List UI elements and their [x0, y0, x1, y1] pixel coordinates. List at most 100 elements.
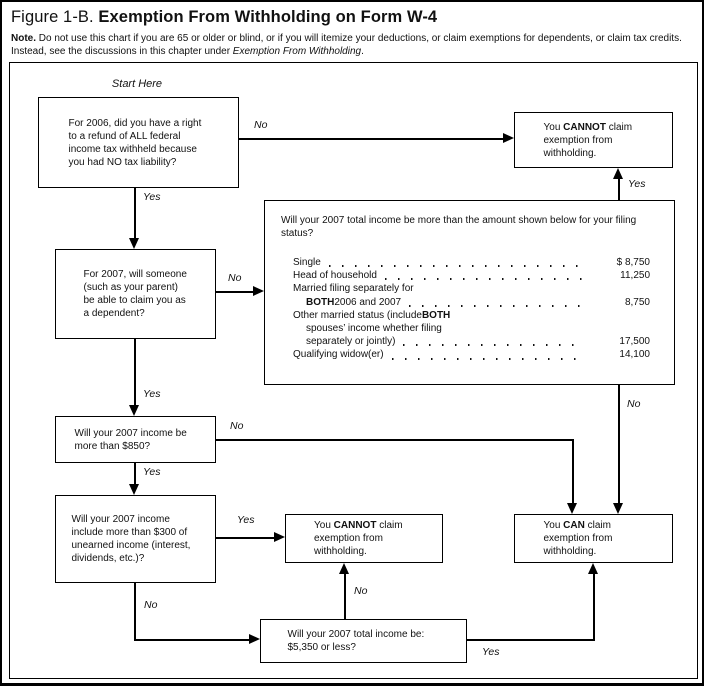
arrowhead-q6-no — [339, 563, 349, 574]
filing-row-label: Head of household — [293, 270, 377, 282]
filing-row-label: Qualifying widow(er) — [293, 349, 384, 361]
cannot-mid-bold: CANNOT — [333, 520, 377, 531]
arrowhead-q2-yes — [129, 405, 139, 416]
edge-label-q5-yes: Yes — [237, 514, 255, 526]
filing-row-qualifying-widow: Qualifying widow(er) 14,100 — [293, 349, 650, 362]
connector-q1-yes-line — [134, 188, 136, 239]
node-q2-dependent-text: For 2007, will someone (such as your par… — [83, 269, 187, 319]
node-can-claim: You CAN claim exemption from withholding… — [514, 514, 673, 563]
connector-q5-no-hline — [134, 639, 249, 641]
filing-row-amount: 11,250 — [620, 270, 650, 282]
connector-q6-no-line — [344, 573, 346, 619]
edge-label-q2-yes: Yes — [143, 388, 161, 400]
arrowhead-q2-no — [253, 286, 264, 296]
note-italic-reference: Exemption From Withholding — [232, 45, 362, 57]
figure-title-text: Exemption From Withholding on Form W-4 — [98, 8, 438, 26]
filing-row-label: Married filing separately for — [293, 283, 414, 295]
connector-filing-yes-line — [618, 178, 620, 200]
edge-label-filing-yes: Yes — [628, 178, 646, 190]
filing-row-label: Other married status (include — [293, 309, 422, 321]
filing-row-label: 2006 and 2007 — [334, 296, 402, 308]
arrowhead-q6-yes — [588, 563, 598, 574]
edge-label-q1-no: No — [254, 119, 268, 131]
figure-note: Note. Do not use this chart if you are 6… — [11, 33, 699, 58]
node-q1-refund: For 2006, did you have a right to a refu… — [38, 97, 239, 188]
filing-row-amount: 17,500 — [619, 336, 650, 348]
dot-leader — [391, 357, 584, 360]
arrowhead-q4-no — [567, 503, 577, 514]
filing-row-label-bold: BOTH — [421, 309, 451, 321]
filing-row-other-married-1: Other married status (include BOTH — [293, 310, 650, 323]
node-q5-unearned-income: Will your 2007 income include more than … — [55, 495, 216, 583]
note-suffix: . — [361, 45, 364, 57]
node-q1-refund-text: For 2006, did you have a right to a refu… — [68, 117, 202, 168]
connector-filing-no-line — [618, 385, 620, 504]
filing-status-table: Single $ 8,750 Head of household 11,250 … — [293, 257, 650, 363]
dot-leader — [328, 265, 584, 268]
arrowhead-q1-yes — [129, 238, 139, 249]
arrowhead-filing-yes — [613, 168, 623, 179]
dot-leader — [403, 344, 584, 347]
figure-number: Figure 1-B. — [11, 8, 94, 26]
filing-status-question: Will your 2007 total income be more than… — [281, 215, 637, 239]
connector-q2-yes-line — [134, 339, 136, 406]
connector-q4-no-hline — [216, 439, 574, 441]
edge-label-q2-no: No — [228, 272, 242, 284]
edge-label-q6-no: No — [354, 585, 368, 597]
arrowhead-q5-yes — [274, 532, 285, 542]
can-pre: You — [543, 520, 564, 531]
can-bold: CAN — [563, 520, 585, 531]
cannot-mid-post: claim exemption from withholding. — [314, 520, 403, 557]
node-cannot-claim-mid: You CANNOT claim exemption from withhold… — [285, 514, 443, 563]
arrowhead-q1-no — [503, 133, 514, 143]
filing-row-married-separately-1: Married filing separately for — [293, 283, 650, 296]
filing-row-other-married-3: separately or jointly) 17,500 — [293, 336, 650, 349]
cannot-top-post: claim exemption from withholding. — [543, 121, 633, 159]
connector-q4-no-vline — [572, 439, 574, 503]
filing-row-head-of-household: Head of household 11,250 — [293, 270, 650, 283]
node-q4-income-850: Will your 2007 income be more than $850? — [55, 416, 216, 463]
start-here-label: Start Here — [111, 78, 163, 90]
edge-label-q4-yes: Yes — [143, 466, 161, 478]
flowchart-frame — [9, 62, 698, 679]
connector-q5-yes-line — [216, 537, 276, 539]
filing-row-label-bold: BOTH — [306, 296, 335, 308]
edge-label-filing-no: No — [627, 398, 641, 410]
filing-row-married-separately-2: BOTH 2006 and 2007 8,750 — [293, 297, 650, 310]
filing-row-amount: $ 8,750 — [616, 257, 650, 268]
can-post: claim exemption from withholding. — [543, 520, 613, 557]
arrowhead-q4-yes — [129, 484, 139, 495]
cannot-mid-pre: You — [314, 520, 334, 531]
edge-label-q1-yes: Yes — [143, 191, 161, 203]
dot-leader — [384, 278, 584, 281]
connector-q5-no-vline — [134, 583, 136, 641]
filing-row-label: Single — [293, 257, 321, 268]
cannot-top-pre: You — [543, 121, 564, 133]
filing-row-amount: 8,750 — [624, 296, 650, 308]
node-q3-filing-status: Will your 2007 total income be more than… — [264, 200, 675, 385]
note-body: Do not use this chart if you are 65 or o… — [11, 33, 682, 57]
node-q4-income-850-text: Will your 2007 income be more than $850? — [74, 427, 187, 452]
node-q2-dependent: For 2007, will someone (such as your par… — [55, 249, 216, 339]
filing-row-label: spouses’ income whether filing — [306, 322, 442, 334]
cannot-top-bold: CANNOT — [563, 121, 606, 133]
filing-row-amount: 14,100 — [619, 349, 650, 361]
note-label: Note. — [11, 33, 36, 44]
node-q6-total-income: Will your 2007 total income be: $5,350 o… — [260, 619, 467, 663]
connector-q6-yes-hline — [467, 639, 595, 641]
node-cannot-claim-top: You CANNOT claim exemption from withhold… — [514, 112, 673, 168]
arrowhead-filing-no — [613, 503, 623, 514]
connector-q6-yes-vline — [593, 573, 595, 641]
edge-label-q5-no: No — [144, 599, 158, 611]
filing-row-other-married-2: spouses’ income whether filing — [293, 323, 650, 336]
node-q5-unearned-income-text: Will your 2007 income include more than … — [71, 514, 191, 564]
connector-q1-no-line — [239, 138, 504, 140]
edge-label-q6-yes: Yes — [482, 646, 500, 658]
dot-leader — [409, 304, 584, 307]
figure-title: Figure 1-B. Exemption From Withholding o… — [11, 8, 437, 27]
filing-row-single: Single $ 8,750 — [293, 257, 650, 270]
node-q6-total-income-text: Will your 2007 total income be: $5,350 o… — [287, 629, 425, 653]
connector-q2-no-line — [216, 291, 254, 293]
filing-row-label: separately or jointly) — [306, 336, 396, 348]
